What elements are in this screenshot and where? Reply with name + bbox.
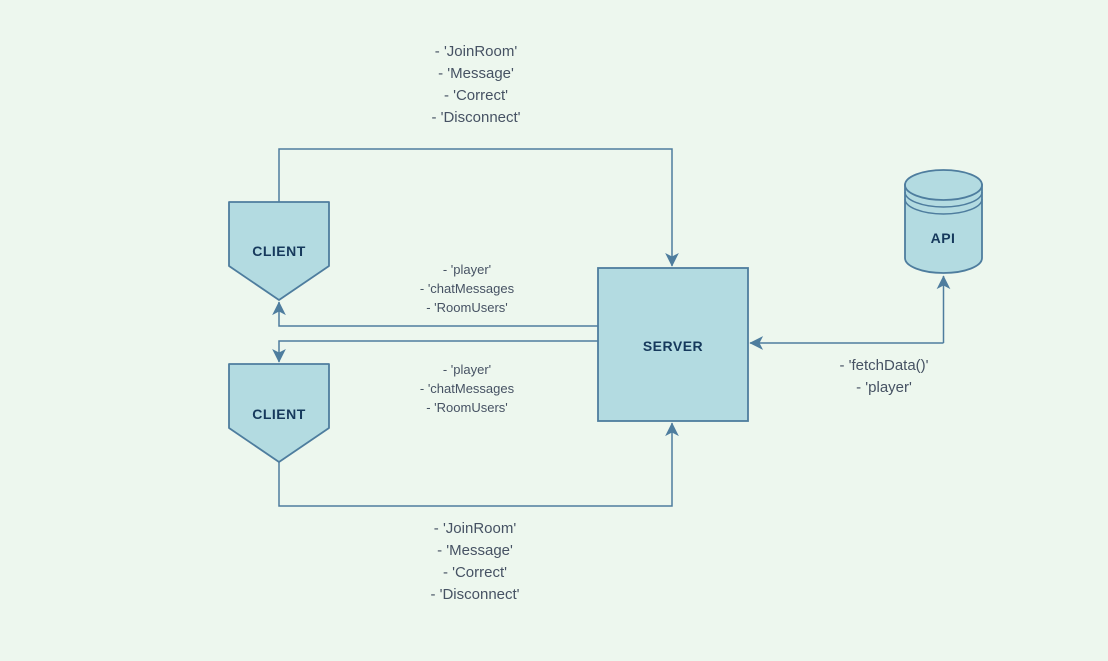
connector-server-to-client-bottom <box>272 340 598 363</box>
annotation-line: - 'player' <box>442 362 492 377</box>
connector-server-to-client-top <box>272 301 598 327</box>
api-cylinder-top <box>904 169 983 201</box>
client-top-node-shape <box>228 201 330 301</box>
client-top-node-label: CLIENT <box>252 243 306 259</box>
annotation-line: - 'fetchData()' <box>839 357 929 374</box>
annotation-line: - 'player' <box>442 262 492 277</box>
server-node-shape <box>597 267 749 422</box>
api-node-label: API <box>930 230 956 246</box>
api-cylinder-ring-1 <box>904 191 983 208</box>
annotation-server-to-client-bottom: - 'player' - 'chatMessages - 'RoomUsers' <box>420 360 514 417</box>
annotation-line: - 'Message' <box>437 542 513 559</box>
connector-client-top-to-server <box>278 148 679 267</box>
annotation-line: - 'Message' <box>438 65 514 82</box>
server-node-label: SERVER <box>642 338 704 354</box>
annotation-line: - 'JoinRoom' <box>433 520 517 537</box>
annotation-line: - 'JoinRoom' <box>434 43 518 60</box>
annotation-client-top-to-server: - 'JoinRoom' - 'Message' - 'Correct' - '… <box>431 41 520 129</box>
annotation-server-to-client-top: - 'player' - 'chatMessages - 'RoomUsers' <box>420 260 514 317</box>
annotation-server-api: - 'fetchData()' - 'player' <box>839 355 928 399</box>
api-cylinder-body <box>904 184 983 274</box>
annotation-line: - 'Correct' <box>442 564 508 581</box>
annotation-line: - 'RoomUsers' <box>426 400 508 415</box>
api-cylinder-ring-2 <box>904 198 983 215</box>
annotation-line: - 'chatMessages <box>419 381 515 396</box>
annotation-line: - 'Disconnect' <box>431 109 521 126</box>
annotation-line: - 'Disconnect' <box>430 586 520 603</box>
annotation-line: - 'RoomUsers' <box>426 300 508 315</box>
annotation-line: - 'player' <box>856 379 912 396</box>
api-node-shape <box>904 169 983 274</box>
client-bottom-node-label: CLIENT <box>252 406 306 422</box>
client-bottom-node-shape <box>228 363 330 463</box>
annotation-line: - 'chatMessages <box>419 281 515 296</box>
annotation-line: - 'Correct' <box>443 87 509 104</box>
connector-client-bottom-to-server <box>278 422 679 507</box>
annotation-client-bottom-to-server: - 'JoinRoom' - 'Message' - 'Correct' - '… <box>430 518 519 606</box>
